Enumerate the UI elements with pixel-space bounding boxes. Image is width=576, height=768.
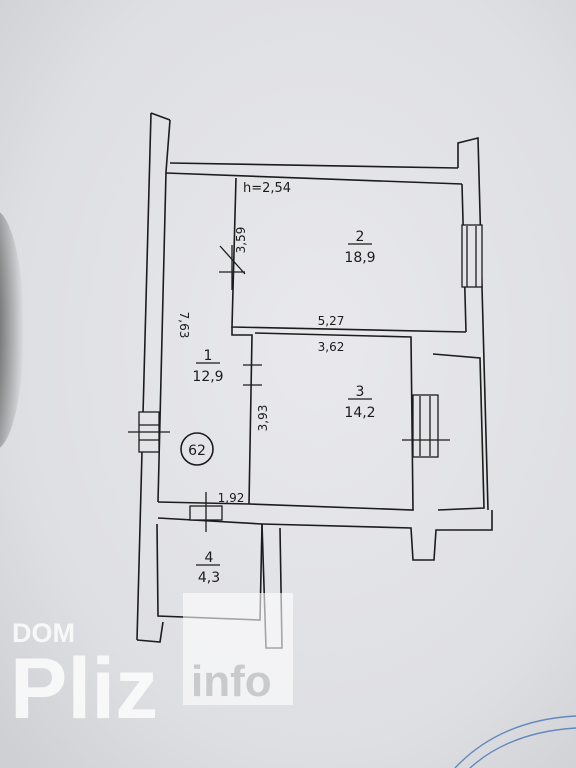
- room-4-number: 4: [205, 550, 214, 566]
- room-1-bottom: [157, 501, 250, 505]
- room-3-outline: [248, 332, 414, 511]
- outer-left-wall: [136, 112, 152, 641]
- balcony-door: [412, 394, 439, 458]
- balcony-outline: [432, 353, 485, 511]
- window-room-2: [461, 224, 483, 288]
- room-3-number: 3: [356, 384, 365, 400]
- stamp-fragment: [454, 715, 576, 768]
- watermark-small-text: DOM: [12, 618, 75, 648]
- dim-room-1-height: 7,63: [177, 312, 191, 339]
- room-4-area: 4,3: [198, 570, 220, 586]
- top-wall-inner: [165, 172, 463, 185]
- room-2-number: 2: [356, 229, 365, 245]
- room-1-right-wall: [231, 327, 253, 505]
- bottom-left-wall: [136, 621, 164, 643]
- dim-room-2-width: 5,27: [318, 314, 345, 328]
- outer-left-wall-inner: [157, 119, 171, 503]
- watermark-brand-text: Pliz: [10, 641, 158, 737]
- room-3-area: 14,2: [344, 405, 375, 421]
- outer-right-wall: [457, 136, 489, 511]
- lower-wall: [261, 510, 493, 561]
- apartment-number-circle: [180, 432, 214, 466]
- dim-room-1-width: 1,92: [218, 491, 245, 505]
- finger-shadow: [0, 212, 24, 448]
- openings: [128, 224, 483, 532]
- dim-room-3-width: 3,62: [318, 340, 345, 354]
- fraction-bars: [196, 243, 372, 566]
- dim-room-2-height: 3,59: [234, 227, 248, 254]
- dim-room-3-height: 3,93: [256, 405, 270, 432]
- watermark-box: [183, 593, 293, 705]
- apartment-number: 62: [188, 443, 206, 459]
- room-1-area: 12,9: [192, 369, 223, 385]
- watermark-suffix-text: info: [191, 657, 272, 706]
- room-1-number: 1: [204, 348, 213, 364]
- ceiling-height-label: h=2,54: [243, 181, 291, 196]
- watermark: DOM Pliz info: [10, 593, 293, 737]
- room-2-area: 18,9: [344, 250, 375, 266]
- top-wall-outer: [169, 162, 459, 169]
